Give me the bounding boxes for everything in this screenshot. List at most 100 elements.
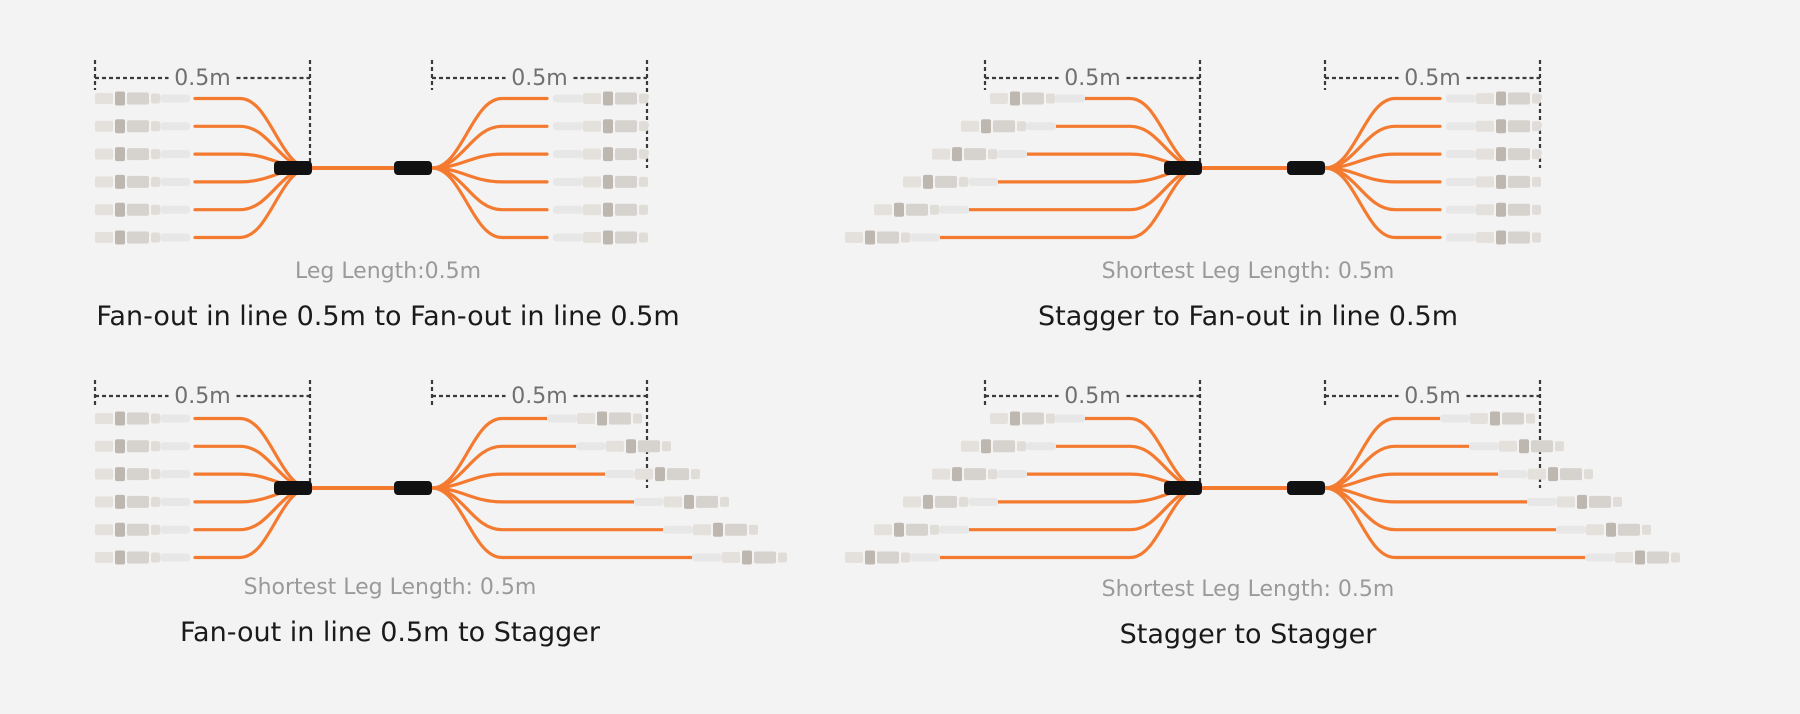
lc-duplex-connector-icon bbox=[1446, 202, 1541, 217]
fiber-leg bbox=[430, 124, 549, 170]
lc-duplex-connector-icon bbox=[663, 522, 758, 537]
lc-duplex-connector-icon bbox=[576, 439, 671, 454]
fiber-leg bbox=[193, 416, 312, 490]
fiber-leg bbox=[1083, 416, 1202, 490]
lc-duplex-connector-icon bbox=[1469, 439, 1564, 454]
lc-duplex-connector-icon bbox=[634, 494, 729, 509]
lc-duplex-connector-icon bbox=[95, 119, 190, 134]
lc-duplex-connector-icon bbox=[553, 174, 648, 189]
lc-duplex-connector-icon bbox=[1446, 230, 1541, 245]
lc-duplex-connector-icon bbox=[95, 411, 190, 426]
breakout-sleeve-icon bbox=[1164, 161, 1202, 175]
fiber-leg bbox=[1323, 486, 1529, 504]
dimension-label: 0.5m bbox=[1404, 384, 1460, 409]
lc-duplex-connector-icon bbox=[553, 147, 648, 162]
panel-title: Stagger to Fan-out in line 0.5m bbox=[1038, 301, 1458, 332]
right-dimension: 0.5m bbox=[1323, 60, 1542, 168]
lc-duplex-connector-icon bbox=[95, 202, 190, 217]
panel-title: Fan-out in line 0.5m to Fan-out in line … bbox=[96, 301, 679, 332]
lc-duplex-connector-icon bbox=[95, 147, 190, 162]
right-dimension: 0.5m bbox=[430, 380, 649, 488]
lc-duplex-connector-icon bbox=[874, 522, 969, 537]
lc-duplex-connector-icon bbox=[903, 174, 998, 189]
fiber-leg bbox=[1323, 416, 1442, 490]
lc-duplex-connector-icon bbox=[95, 550, 190, 565]
leg-length-note: Shortest Leg Length: 0.5m bbox=[244, 575, 537, 600]
fiber-leg bbox=[430, 444, 578, 490]
lc-duplex-connector-icon bbox=[1446, 174, 1541, 189]
lc-duplex-connector-icon bbox=[1446, 147, 1541, 162]
breakout-sleeve-icon bbox=[274, 481, 312, 495]
lc-duplex-connector-icon bbox=[95, 494, 190, 509]
fiber-leg bbox=[1083, 96, 1202, 170]
fiber-leg bbox=[430, 96, 549, 170]
leg-length-note: Shortest Leg Length: 0.5m bbox=[1102, 577, 1395, 602]
breakout-sleeve-icon bbox=[1164, 481, 1202, 495]
fiber-leg bbox=[1323, 166, 1442, 240]
lc-duplex-connector-icon bbox=[990, 91, 1085, 106]
lc-duplex-connector-icon bbox=[692, 550, 787, 565]
lc-duplex-connector-icon bbox=[903, 494, 998, 509]
lc-duplex-connector-icon bbox=[95, 174, 190, 189]
lc-duplex-connector-icon bbox=[95, 467, 190, 482]
left-dimension: 0.5m bbox=[93, 60, 312, 168]
lc-duplex-connector-icon bbox=[1527, 494, 1622, 509]
dimension-label: 0.5m bbox=[511, 66, 567, 91]
breakout-sleeve-icon bbox=[394, 161, 432, 175]
dimension-label: 0.5m bbox=[174, 66, 230, 91]
fiber-leg bbox=[1323, 486, 1587, 560]
breakout-sleeve-icon bbox=[1287, 161, 1325, 175]
breakout-sleeve-icon bbox=[394, 481, 432, 495]
fiber-leg bbox=[1323, 166, 1442, 212]
dimension-label: 0.5m bbox=[1404, 66, 1460, 91]
lc-duplex-connector-icon bbox=[553, 119, 648, 134]
lc-duplex-connector-icon bbox=[95, 91, 190, 106]
fiber-leg bbox=[193, 486, 312, 560]
fiber-leg bbox=[1323, 124, 1442, 170]
lc-duplex-connector-icon bbox=[990, 411, 1085, 426]
leg-length-note: Shortest Leg Length: 0.5m bbox=[1102, 259, 1395, 284]
lc-duplex-connector-icon bbox=[961, 439, 1056, 454]
lc-duplex-connector-icon bbox=[932, 467, 1027, 482]
lc-duplex-connector-icon bbox=[1498, 467, 1593, 482]
lc-duplex-connector-icon bbox=[553, 230, 648, 245]
lc-duplex-connector-icon bbox=[1556, 522, 1651, 537]
lc-duplex-connector-icon bbox=[95, 522, 190, 537]
fiber-leg bbox=[1323, 96, 1442, 170]
panel-title: Stagger to Stagger bbox=[1120, 619, 1378, 650]
lc-duplex-connector-icon bbox=[845, 230, 940, 245]
right-dimension: 0.5m bbox=[1323, 380, 1542, 488]
fiber-leg bbox=[430, 166, 549, 240]
lc-duplex-connector-icon bbox=[1446, 91, 1541, 106]
dimension-label: 0.5m bbox=[511, 384, 567, 409]
fiber-leg bbox=[193, 166, 312, 240]
lc-duplex-connector-icon bbox=[874, 202, 969, 217]
fiber-leg bbox=[430, 416, 549, 490]
left-dimension: 0.5m bbox=[983, 60, 1202, 168]
lc-duplex-connector-icon bbox=[1446, 119, 1541, 134]
fiber-leg bbox=[430, 166, 549, 212]
right-dimension: 0.5m bbox=[430, 60, 649, 168]
breakout-sleeve-icon bbox=[274, 161, 312, 175]
left-dimension: 0.5m bbox=[93, 380, 312, 488]
lc-duplex-connector-icon bbox=[553, 91, 648, 106]
fiber-leg bbox=[193, 96, 312, 170]
dimension-label: 0.5m bbox=[174, 384, 230, 409]
leg-length-note: Leg Length:0.5m bbox=[295, 259, 481, 284]
lc-duplex-connector-icon bbox=[605, 467, 700, 482]
dimension-label: 0.5m bbox=[1064, 66, 1120, 91]
fiber-leg bbox=[1323, 444, 1471, 490]
panel-title: Fan-out in line 0.5m to Stagger bbox=[180, 617, 601, 648]
lc-duplex-connector-icon bbox=[547, 411, 642, 426]
lc-duplex-connector-icon bbox=[932, 147, 1027, 162]
lc-duplex-connector-icon bbox=[95, 439, 190, 454]
dimension-label: 0.5m bbox=[1064, 384, 1120, 409]
breakout-sleeve-icon bbox=[1287, 481, 1325, 495]
lc-duplex-connector-icon bbox=[553, 202, 648, 217]
fiber-leg bbox=[430, 486, 694, 560]
